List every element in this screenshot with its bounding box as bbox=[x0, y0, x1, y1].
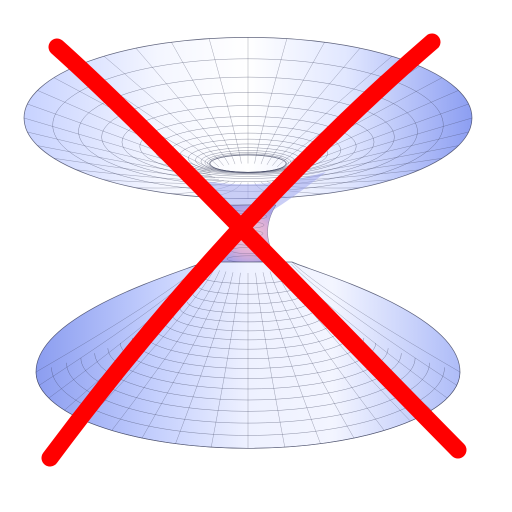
lower-meridian bbox=[291, 263, 457, 386]
lower-meridian bbox=[141, 271, 227, 439]
upper-meridian bbox=[171, 42, 236, 165]
lower-funnel bbox=[35, 261, 461, 449]
lower-meridian bbox=[210, 272, 241, 448]
upper-meridian bbox=[208, 38, 242, 164]
cross-stroke-2 bbox=[41, 33, 441, 467]
upper-meridian bbox=[27, 131, 211, 175]
red-x-cross-out bbox=[41, 33, 467, 467]
lower-meridian bbox=[175, 272, 234, 444]
lower-meridian bbox=[111, 270, 220, 431]
upper-meridian bbox=[76, 169, 219, 181]
upper-meridian bbox=[103, 56, 224, 166]
upper-meridian bbox=[53, 158, 216, 179]
lower-meridian bbox=[276, 270, 385, 431]
lower-meridian bbox=[85, 268, 215, 422]
upper-meridian bbox=[260, 42, 325, 165]
lower-meridian bbox=[262, 272, 321, 444]
upper-meridian bbox=[272, 56, 393, 166]
lower-meridian bbox=[269, 271, 355, 439]
upper-meridian bbox=[37, 145, 213, 177]
upper-meridian bbox=[53, 77, 216, 169]
upper-meridian bbox=[135, 48, 230, 165]
upper-meridian bbox=[23, 117, 211, 174]
upper-meridian bbox=[266, 48, 361, 165]
lower-meridian bbox=[291, 261, 461, 373]
upper-meridian bbox=[254, 38, 288, 164]
cross-stroke-1 bbox=[48, 38, 467, 459]
lower-meridian bbox=[255, 272, 286, 448]
